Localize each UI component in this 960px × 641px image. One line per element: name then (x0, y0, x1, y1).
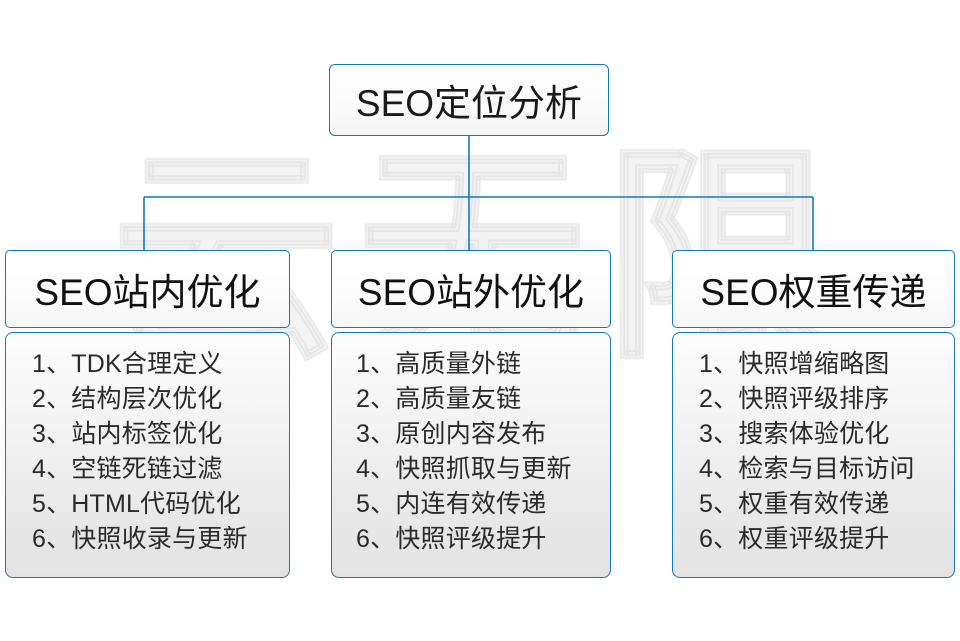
branch-header-label-3: SEO权重传递 (700, 272, 927, 313)
list-item: 2、高质量友链 (356, 385, 522, 413)
list-item: 5、权重有效传递 (699, 490, 890, 518)
branch-body-3: 1、快照增缩略图 2、快照评级排序 3、搜索体验优化 4、检索与目标访问 5、权… (672, 332, 955, 578)
root-node-label: SEO定位分析 (355, 83, 583, 124)
branch-column-2: SEO站外优化 1、高质量外链 2、高质量友链 3、原创内容发布 4、快照抓取与… (331, 250, 611, 578)
list-item: 5、内连有效传递 (356, 490, 547, 518)
list-item: 6、权重评级提升 (699, 525, 890, 553)
list-item: 3、原创内容发布 (356, 420, 547, 448)
branch-column-1: SEO站内优化 1、TDK合理定义 2、结构层次优化 3、站内标签优化 4、空链… (5, 250, 290, 578)
branch-header-3[interactable]: SEO权重传递 (672, 250, 955, 328)
branch-body-1: 1、TDK合理定义 2、结构层次优化 3、站内标签优化 4、空链死链过滤 5、H… (5, 332, 290, 578)
branch-header-label-2: SEO站外优化 (357, 272, 585, 313)
list-item: 3、站内标签优化 (32, 420, 223, 448)
list-item: 6、快照收录与更新 (32, 525, 248, 553)
list-item: 6、快照评级提升 (356, 525, 547, 553)
item-list-3: 1、快照增缩略图 2、快照评级排序 3、搜索体验优化 4、检索与目标访问 5、权… (673, 347, 954, 557)
root-node[interactable]: SEO定位分析 (329, 64, 609, 136)
list-item: 2、结构层次优化 (32, 385, 223, 413)
list-item: 4、空链死链过滤 (32, 455, 223, 483)
branch-header-1[interactable]: SEO站内优化 (5, 250, 290, 328)
list-item: 4、快照抓取与更新 (356, 455, 572, 483)
item-list-1: 1、TDK合理定义 2、结构层次优化 3、站内标签优化 4、空链死链过滤 5、H… (6, 347, 289, 557)
list-item: 4、检索与目标访问 (699, 455, 915, 483)
list-item: 1、快照增缩略图 (699, 350, 890, 378)
list-item: 2、快照评级排序 (699, 385, 890, 413)
branch-header-label-1: SEO站内优化 (34, 272, 261, 313)
list-item: 1、高质量外链 (356, 350, 522, 378)
item-list-2: 1、高质量外链 2、高质量友链 3、原创内容发布 4、快照抓取与更新 5、内连有… (332, 347, 610, 557)
list-item: 5、HTML代码优化 (32, 490, 241, 518)
branch-body-2: 1、高质量外链 2、高质量友链 3、原创内容发布 4、快照抓取与更新 5、内连有… (331, 332, 611, 578)
list-item: 3、搜索体验优化 (699, 420, 890, 448)
branch-column-3: SEO权重传递 1、快照增缩略图 2、快照评级排序 3、搜索体验优化 4、检索与… (672, 250, 955, 578)
list-item: 1、TDK合理定义 (32, 350, 223, 378)
branch-header-2[interactable]: SEO站外优化 (331, 250, 611, 328)
